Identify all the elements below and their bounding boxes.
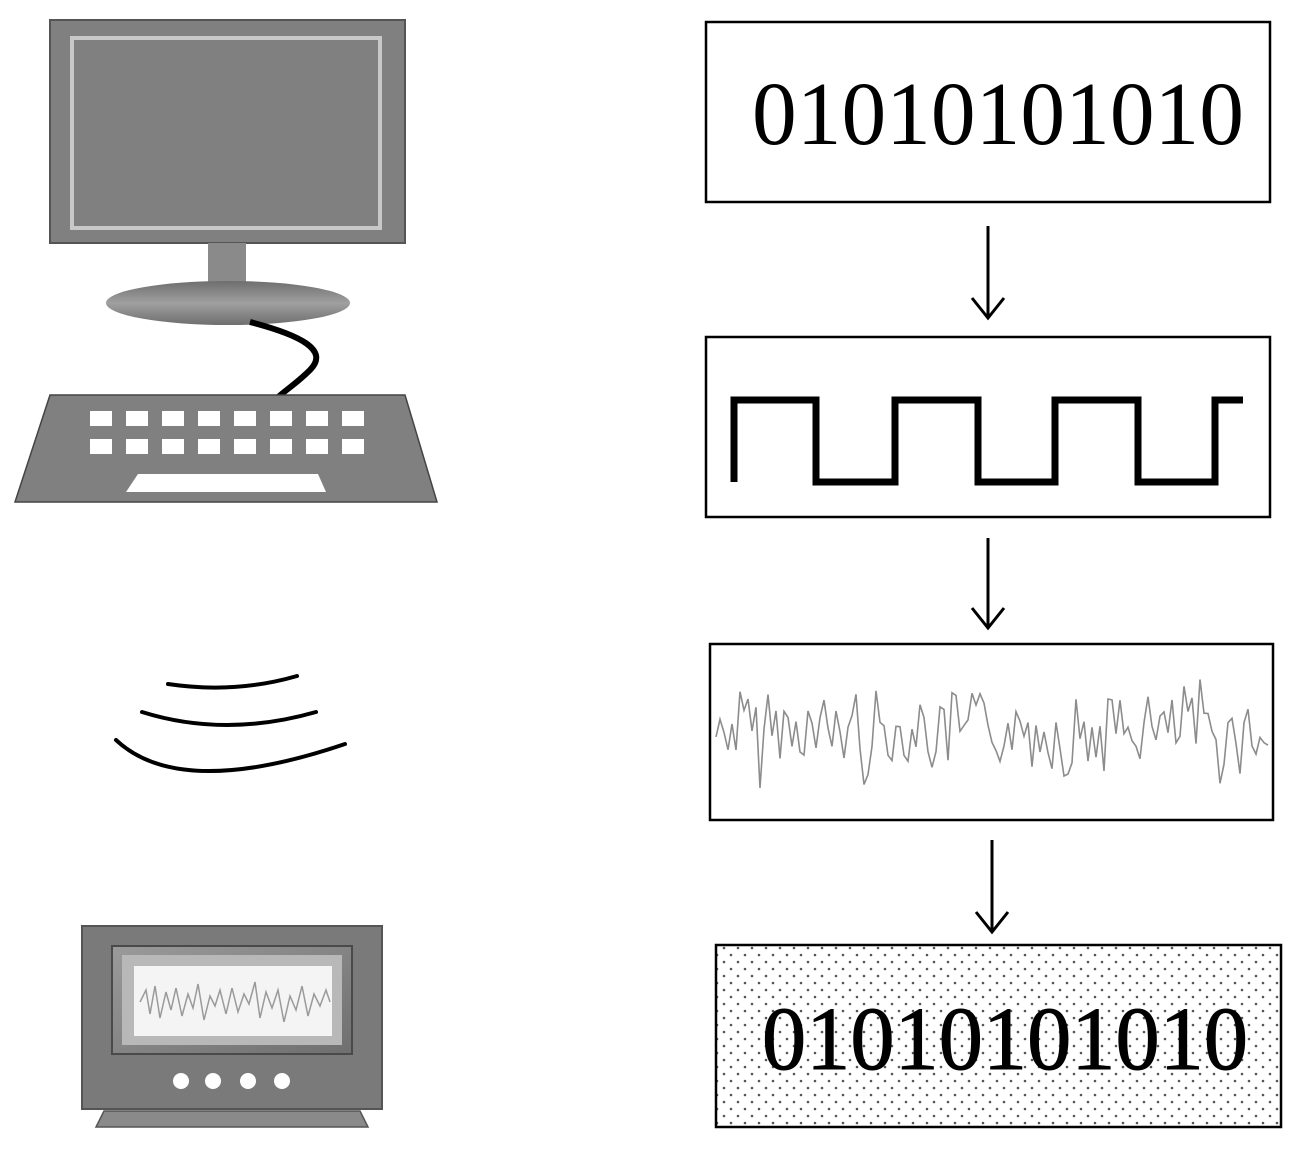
oscilloscope-screen-signal [139, 981, 331, 1023]
flow-arrow-1 [970, 226, 1006, 321]
received-binary-data-text: 01010101010 [762, 990, 1248, 1089]
binary-data-text: 01010101010 [752, 65, 1244, 164]
wireless-waves-icon [114, 674, 347, 773]
keyboard-icon [13, 394, 439, 503]
monitor-icon [49, 19, 406, 325]
square-wave-signal [730, 396, 1243, 486]
noisy-signal-box [708, 642, 1275, 822]
noisy-signal [715, 679, 1269, 788]
oscilloscope-buttons [173, 1073, 290, 1089]
cable-icon [249, 319, 320, 403]
oscilloscope-icon [81, 925, 383, 1128]
keyboard-keys [90, 411, 364, 492]
received-binary-data-box: 01010101010 [714, 943, 1283, 1129]
computer-icon [13, 19, 439, 503]
binary-data-box: 01010101010 [704, 20, 1272, 204]
flow-arrow-3 [974, 840, 1010, 935]
flow-arrow-2 [970, 538, 1006, 631]
square-wave-box [704, 335, 1272, 519]
